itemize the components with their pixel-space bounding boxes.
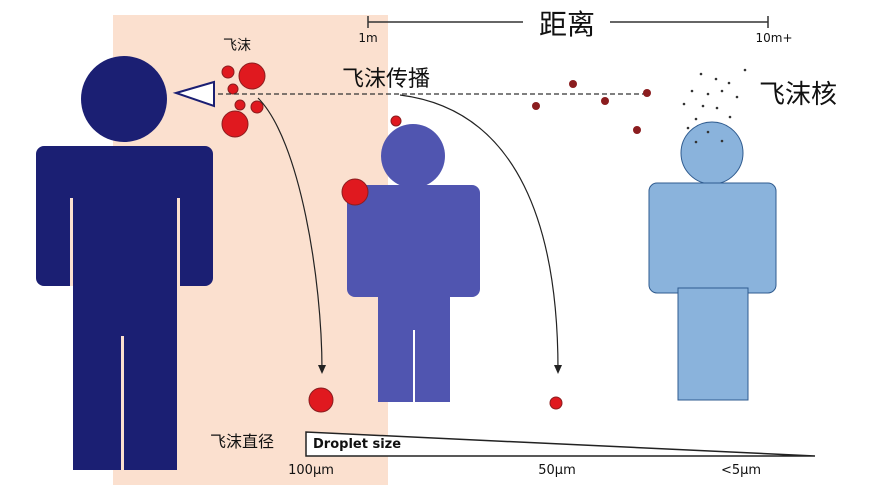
droplet-size-label: Droplet size (313, 437, 401, 452)
droplet-icon (227, 83, 239, 95)
cone-mouth-icon (172, 80, 215, 108)
droplet-icon (390, 115, 402, 127)
droplet-nuclei-specks (682, 68, 747, 144)
trajectory-mid-arrow-icon (399, 94, 562, 374)
scale-end-label: 10m+ (755, 31, 792, 45)
person-mid-leg-gap (413, 330, 415, 402)
scale-start-label: 1m (358, 31, 377, 45)
droplet-icon (234, 99, 246, 111)
droplet-icon (221, 65, 235, 79)
size-5-label: <5μm (721, 463, 761, 478)
person-near-arm-gap-right (177, 198, 180, 286)
droplet-icon (250, 100, 264, 114)
distance-label: 距离 (539, 8, 595, 41)
droplet-diameter-label: 飞沫直径 (210, 432, 274, 451)
person-near-arm-gap-left (70, 198, 73, 286)
person-far-icon (648, 121, 777, 401)
droplet-icon (308, 387, 334, 413)
droplet-icon (549, 396, 563, 410)
droplet-size-wedge (305, 431, 816, 457)
droplet-transmission-label: 飞沫传播 (342, 67, 430, 92)
person-near-leg-gap (121, 336, 124, 470)
size-50-label: 50μm (538, 463, 575, 478)
droplet-nuclei-label: 飞沫核 (759, 80, 837, 110)
medium-droplets (532, 80, 651, 134)
droplet-cluster (221, 62, 266, 138)
distance-scale (367, 16, 769, 28)
droplet-icon (238, 62, 266, 90)
droplet-icon (341, 178, 369, 206)
droplet-icon (221, 110, 249, 138)
trajectory-near-arrow-icon (257, 97, 326, 374)
person-near-icon (36, 56, 213, 470)
droplets-label: 飞沫 (223, 38, 251, 54)
size-100-label: 100μm (288, 463, 334, 478)
